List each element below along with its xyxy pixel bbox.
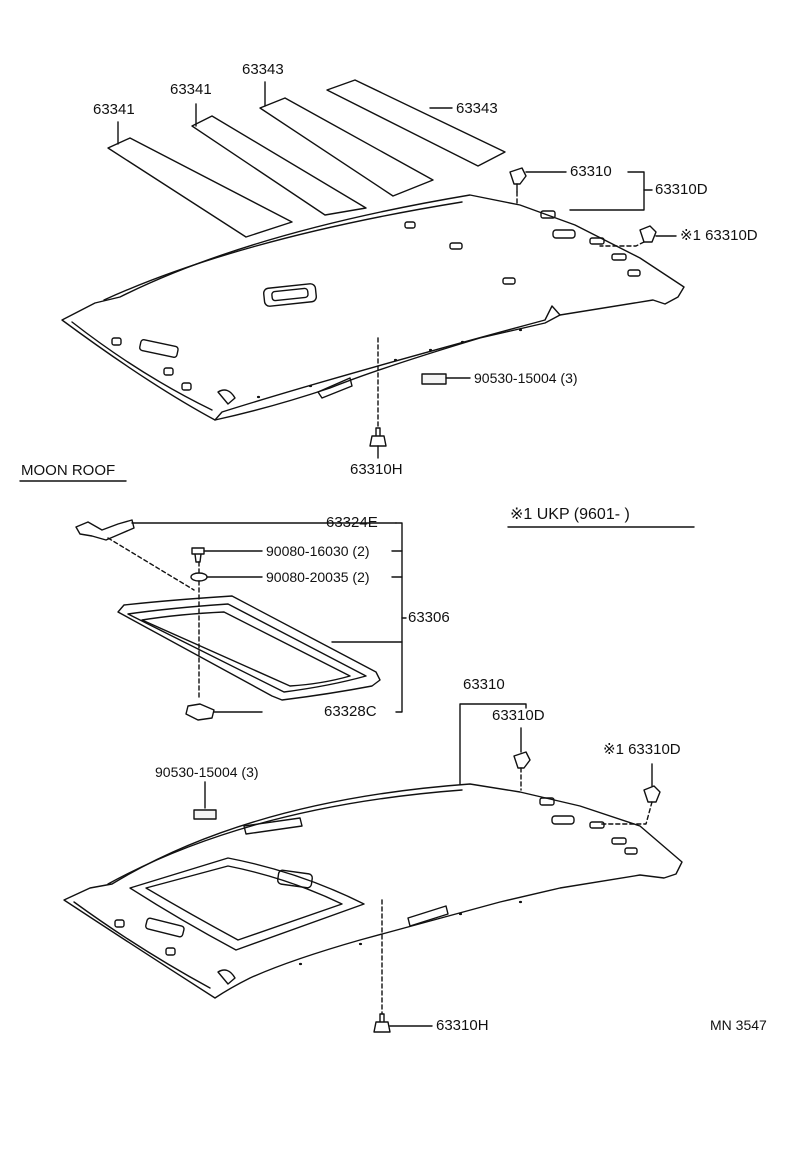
- plate-63328C: [185, 703, 215, 721]
- sunroof-opening-inner: [145, 865, 343, 941]
- label-bottom-clip: 63310H: [350, 461, 403, 478]
- hanger-hole: [589, 237, 605, 245]
- hanger-hole: [627, 269, 641, 277]
- bracket-63324E: [75, 519, 135, 541]
- trim-strip: [243, 817, 303, 835]
- dome-light-lower: [277, 869, 313, 889]
- hanger-hole: [404, 221, 416, 229]
- label-clip: 63310: [570, 163, 612, 180]
- grab-handle-mount: [217, 389, 236, 405]
- label-plate: 63328C: [324, 703, 377, 720]
- bracket-63310D: [569, 171, 645, 211]
- absorber-sheet-1: [107, 137, 293, 238]
- nut-90080-20035: [190, 572, 208, 582]
- moonroof-frame-opening: [141, 611, 351, 687]
- headliner-side-lip: [214, 305, 561, 421]
- hanger-hole: [552, 229, 576, 239]
- headliner-rear-lip: [71, 321, 213, 411]
- headliner-front-edge: [103, 201, 463, 301]
- note-ukp: ※1 UKP (9601- ): [510, 506, 630, 523]
- label-frame-assy: 63306: [408, 609, 450, 626]
- label-note-clip: ※1 63310D: [680, 227, 758, 244]
- dash-note-clip: [599, 241, 645, 247]
- absorber-sheets: [107, 79, 506, 238]
- clip-63310H-lower: [373, 1013, 391, 1033]
- headliner-lower-rear-lip: [73, 901, 211, 989]
- side-recess: [317, 377, 353, 399]
- hanger-hole: [111, 337, 122, 346]
- clip-63310: [509, 167, 527, 185]
- figure-code: MN 3547: [710, 1017, 767, 1033]
- label-bracket: 63324E: [326, 514, 378, 531]
- label-note-clip-lower: ※1 63310D: [603, 741, 681, 758]
- hanger-hole: [181, 382, 192, 391]
- absorber-sheet-4: [326, 79, 506, 167]
- tape-lower: [193, 809, 217, 820]
- clip-63310D-lower: [513, 751, 531, 769]
- dome-light-opening: [262, 283, 318, 307]
- bracket-63310-lower: [459, 703, 527, 785]
- headliner-lower-front-edge: [107, 789, 463, 885]
- hanger-hole: [449, 242, 463, 250]
- upper-clips: [369, 167, 677, 459]
- absorber-sheet-2: [191, 115, 367, 216]
- screw-90080-16030: [191, 547, 205, 563]
- label-clip-set-lower: 63310D: [492, 707, 545, 724]
- hanger-hole: [163, 367, 174, 376]
- roof-headliner-lower: [63, 783, 683, 999]
- visor-hole: [139, 339, 179, 358]
- hanger-hole: [540, 210, 556, 219]
- moon-roof-parts: [75, 519, 407, 721]
- dome-light-inner: [271, 287, 309, 302]
- clip-63310H-upper: [369, 427, 387, 447]
- label-sheet-4: 63343: [456, 100, 498, 117]
- label-tape: 90530-15004 (3): [474, 370, 578, 386]
- clip-note: [639, 225, 657, 243]
- label-screw: 90080-16030 (2): [266, 543, 370, 559]
- side-recess-lower: [407, 905, 449, 927]
- edge-dots: [256, 328, 523, 399]
- tape-upper: [421, 373, 447, 385]
- label-tape-lower: 90530-15004 (3): [155, 764, 259, 780]
- lower-clips: [193, 703, 661, 1033]
- visor-hole-lower: [145, 917, 185, 938]
- headliner-outline: [61, 194, 685, 421]
- roof-headliner-upper: [61, 194, 685, 421]
- section-title-moon-roof: MOON ROOF: [21, 462, 116, 479]
- hanger-hole: [611, 253, 627, 261]
- moonroof-frame-inner: [127, 603, 367, 693]
- clip-note-lower: [643, 785, 661, 803]
- hanger-hole: [502, 277, 516, 285]
- moonroof-frame: [117, 595, 381, 701]
- absorber-sheet-3: [259, 97, 434, 197]
- label-sheet-2: 63341: [170, 81, 212, 98]
- grab-handle-mount-lower: [217, 969, 236, 985]
- label-nut: 90080-20035 (2): [266, 569, 370, 585]
- label-clip-set: 63310D: [655, 181, 708, 198]
- sheet-leaders: [117, 81, 453, 145]
- label-sheet-1: 63341: [93, 101, 135, 118]
- label-bottom-clip-lower: 63310H: [436, 1017, 489, 1034]
- label-sheet-3: 63343: [242, 61, 284, 78]
- headliner-lower-outline: [63, 783, 683, 999]
- sunroof-opening: [129, 857, 365, 951]
- label-clip-group-lower: 63310: [463, 676, 505, 693]
